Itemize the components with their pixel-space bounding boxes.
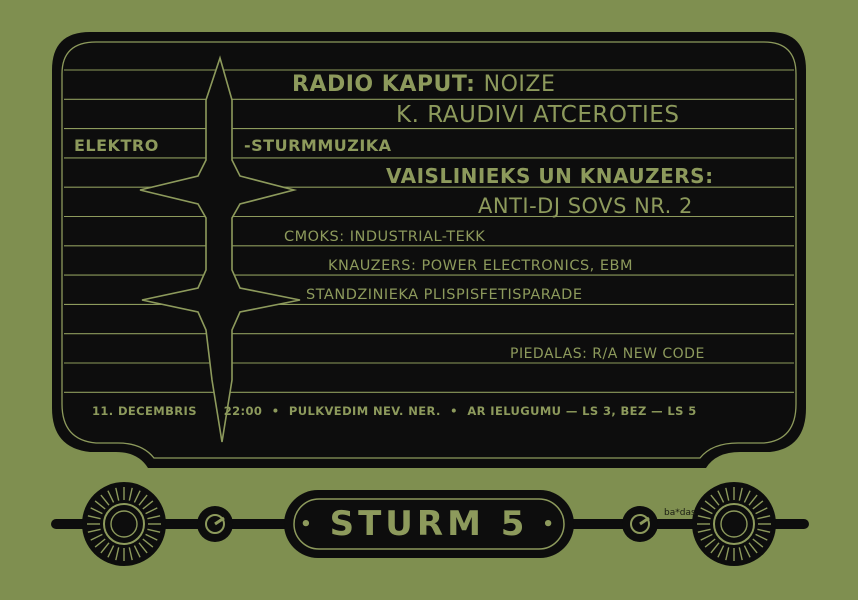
designer-credit: ba*das	[664, 508, 696, 518]
speaker-tooth	[133, 490, 141, 503]
speaker-tooth	[717, 545, 725, 558]
speaker-tooth	[115, 547, 120, 561]
speaker-tooth	[738, 487, 743, 501]
program-line-8: STANDZINIEKA PLISPISFETISPARADE	[306, 287, 583, 303]
speaker-tooth	[755, 533, 768, 541]
screen-stripes	[64, 69, 794, 393]
speaker-tooth	[757, 528, 771, 533]
left-knob-icon	[197, 506, 233, 542]
speaker-tooth	[107, 490, 115, 503]
speaker-tooth	[757, 515, 771, 520]
dial-title-dot-left: •	[300, 513, 316, 535]
speaker-tooth	[752, 500, 764, 510]
speaker-tooth	[697, 515, 711, 520]
speaker-tooth	[710, 542, 720, 554]
speaker-tooth	[710, 494, 720, 506]
dial-plate	[284, 490, 574, 558]
program-line-9: PIEDALAS: R/A NEW CODE	[510, 346, 705, 362]
speaker-tooth	[700, 533, 713, 541]
radio-screen-inner-border	[61, 41, 797, 459]
speaker-tooth	[94, 538, 106, 548]
dial-title-dot-right: •	[542, 513, 558, 535]
speaker-tooth	[94, 500, 106, 510]
speaker-tooth	[697, 528, 711, 533]
right-knob-icon	[622, 506, 658, 542]
speaker-tooth	[748, 494, 758, 506]
right-speaker-icon	[692, 482, 776, 566]
speaker-tooth	[752, 538, 764, 548]
event-price: AR IELUGUMU — LS 3, BEZ — LS 5	[467, 404, 697, 418]
event-date: 11. DECEMBRIS	[92, 404, 197, 418]
program-line-3-left: ELEKTRO	[74, 136, 159, 155]
speaker-tooth	[133, 545, 141, 558]
speaker-tooth	[87, 515, 101, 520]
dial-title: • STURM 5 •	[300, 496, 558, 552]
program-line-1-rest: NOIZE	[483, 72, 556, 97]
speaker-tooth	[142, 538, 154, 548]
speaker-tooth	[147, 515, 161, 520]
speaker-tooth	[743, 490, 751, 503]
speaker-tooth	[90, 533, 103, 541]
event-venue: PULKVEDIM NEV. NER.	[288, 404, 441, 418]
speaker-tooth	[725, 487, 730, 501]
speaker-tooth	[115, 487, 120, 501]
footer-separator: •	[271, 404, 280, 418]
speaker-tooth	[704, 500, 716, 510]
speaker-tooth	[738, 547, 743, 561]
speaker-tooth	[87, 528, 101, 533]
lightning-spire-icon	[139, 55, 301, 443]
program-line-1: RADIO KAPUT: NOIZE	[292, 74, 555, 96]
speaker-tooth	[717, 490, 725, 503]
speaker-tooth	[755, 507, 768, 515]
program-line-1-bold: RADIO KAPUT:	[292, 72, 476, 97]
program-line-5: ANTI-DJ SOVS NR. 2	[478, 194, 693, 218]
event-footer: 11. DECEMBRIS 22:00 • PULKVEDIM NEV. NER…	[92, 404, 697, 418]
speaker-tooth	[704, 538, 716, 548]
program-line-7: KNAUZERS: POWER ELECTRONICS, EBM	[328, 258, 634, 274]
speaker-tooth	[138, 494, 148, 506]
speaker-tooth	[100, 542, 110, 554]
speaker-tooth	[145, 507, 158, 515]
speaker-tooth	[138, 542, 148, 554]
program-line-3-right: -STURMMUZIKA	[244, 136, 392, 155]
speaker-tooth	[700, 507, 713, 515]
dial-plate-border	[293, 498, 565, 550]
program-line-4: VAISLINIEKS UN KNAUZERS:	[386, 164, 714, 188]
speaker-tooth	[145, 533, 158, 541]
program-line-6: CMOKS: INDUSTRIAL-TEKK	[284, 229, 486, 245]
radio-screen-panel	[52, 32, 806, 468]
dial-title-text: STURM 5	[329, 504, 529, 544]
speaker-tooth	[142, 500, 154, 510]
event-time: 22:00	[223, 404, 263, 418]
speaker-tooth	[128, 487, 133, 501]
speaker-tooth	[128, 547, 133, 561]
speaker-tooth	[743, 545, 751, 558]
footer-separator: •	[450, 404, 458, 418]
speaker-tooth	[100, 494, 110, 506]
speaker-tooth	[748, 542, 758, 554]
speaker-tooth	[107, 545, 115, 558]
speaker-tooth	[147, 528, 161, 533]
speaker-tooth	[725, 547, 730, 561]
left-speaker-icon	[82, 482, 166, 566]
program-line-2: K. RAUDIVI ATCEROTIES	[396, 102, 680, 128]
speaker-tooth	[90, 507, 103, 515]
